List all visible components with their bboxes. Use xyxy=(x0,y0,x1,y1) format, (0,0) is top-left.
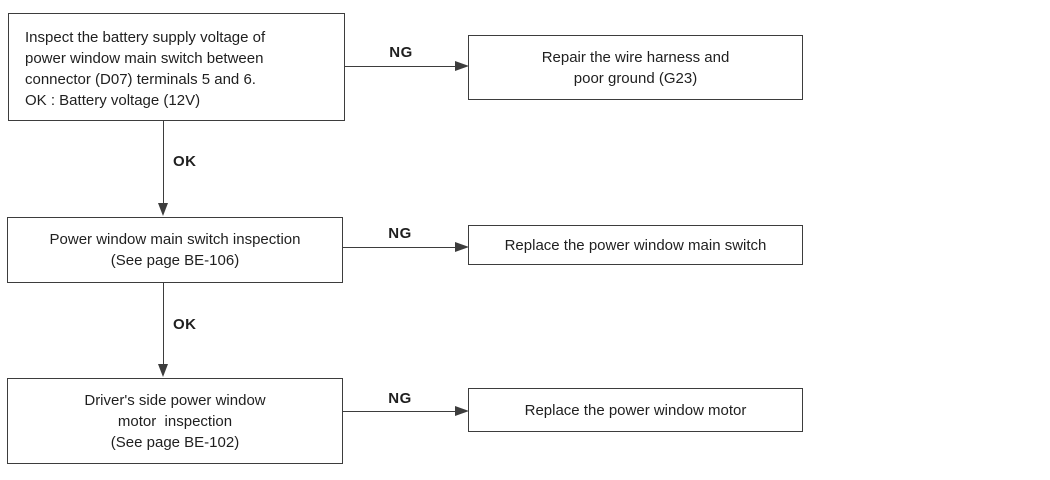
edge-ng1-arrowhead xyxy=(455,60,469,71)
edge-ok1-label: OK xyxy=(173,153,197,170)
node-replace-main-switch: Replace the power window main switch xyxy=(468,225,803,265)
edge-ok2-label: OK xyxy=(173,316,197,333)
node-inspect-battery-supply: Inspect the battery supply voltage of po… xyxy=(8,13,345,121)
node-motor-inspection: Driver's side power window motor inspect… xyxy=(7,378,343,464)
node-inspect-battery-supply-text: Inspect the battery supply voltage of po… xyxy=(25,29,266,109)
node-repair-wire-harness-text: Repair the wire harness and poor ground … xyxy=(541,48,730,87)
edge-ng3-arrowhead xyxy=(455,405,469,416)
edge-ng3-line xyxy=(343,410,457,412)
node-repair-wire-harness: Repair the wire harness and poor ground … xyxy=(468,35,803,100)
edge-ng2-label: NG xyxy=(388,225,412,242)
node-replace-motor: Replace the power window motor xyxy=(468,388,803,432)
edge-ok1-line xyxy=(162,121,164,206)
node-replace-main-switch-text: Replace the power window main switch xyxy=(504,236,767,254)
edge-ok2-arrowhead xyxy=(157,364,168,377)
edge-ng1-label: NG xyxy=(389,44,413,61)
edge-ok1-arrowhead xyxy=(157,203,168,216)
edge-ng2-arrowhead xyxy=(455,241,469,252)
edge-ok2-line xyxy=(162,283,164,366)
node-main-switch-inspection-text: Power window main switch inspection (See… xyxy=(49,231,301,269)
edge-ng1-line xyxy=(345,65,457,67)
edge-ng3-label: NG xyxy=(388,390,412,407)
node-motor-inspection-text: Driver's side power window motor inspect… xyxy=(84,391,266,451)
edge-ng2-line xyxy=(343,246,457,248)
node-main-switch-inspection: Power window main switch inspection (See… xyxy=(7,217,343,283)
node-replace-motor-text: Replace the power window motor xyxy=(524,401,747,419)
